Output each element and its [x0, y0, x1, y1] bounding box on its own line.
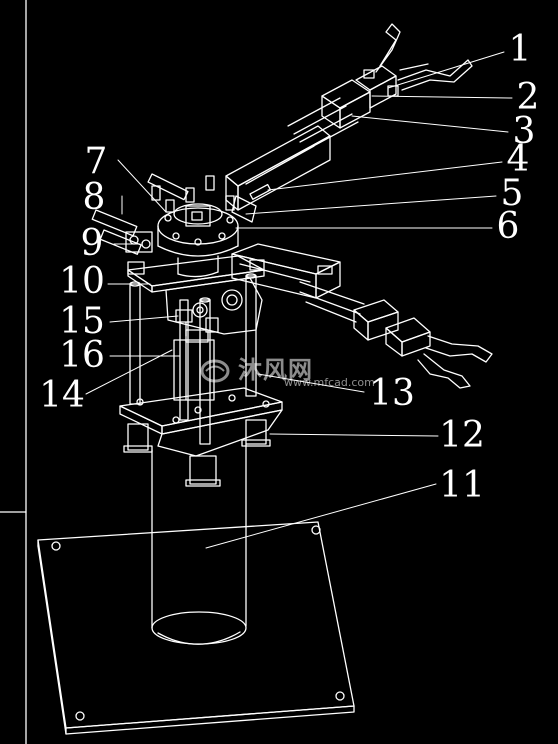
leader-lines [85, 51, 513, 549]
callout-1: 1 [508, 29, 532, 70]
leader-12 [269, 433, 439, 437]
callout-2: 2 [516, 77, 540, 118]
callout-5: 5 [500, 173, 524, 214]
callout-4: 4 [506, 139, 530, 180]
leader-13 [257, 373, 365, 393]
upper-gripper-block-2 [321, 65, 399, 129]
leader-14 [85, 349, 173, 395]
leader-3 [351, 115, 509, 133]
callout-11: 11 [439, 465, 485, 506]
leader-1 [387, 51, 505, 89]
callout-9: 9 [80, 223, 104, 264]
leader-7 [117, 159, 167, 213]
callout-8: 8 [82, 177, 106, 218]
callout-10: 10 [59, 261, 105, 302]
callout-14: 14 [39, 375, 85, 416]
callout-13: 13 [369, 373, 415, 414]
lift-cylinder-14 [173, 329, 215, 401]
guide-rods-16 [129, 273, 257, 445]
upper-arm-cylinder-4 [225, 125, 331, 211]
lower-gripper-fingers [417, 335, 493, 389]
leader-15 [109, 315, 179, 323]
callout-12: 12 [439, 415, 485, 456]
callout-15: 15 [59, 301, 105, 342]
watermark-logo-icon [200, 359, 230, 383]
leader-11 [205, 483, 437, 549]
lower-gripper-block [353, 299, 431, 357]
callout-7: 7 [84, 141, 108, 182]
upper-gripper-fingers-1 [375, 23, 473, 91]
leader-4 [267, 161, 503, 191]
callout-3: 3 [512, 111, 536, 152]
lower-arm-rods [299, 281, 365, 323]
callout-6: 6 [496, 206, 520, 247]
rotary-hub [151, 175, 239, 278]
column-flange-12 [123, 419, 271, 487]
watermark-cn: 沐风网 [238, 356, 313, 384]
base-plate [37, 521, 355, 735]
callout-16: 16 [59, 335, 105, 376]
intermediate-plate-10 [127, 255, 265, 337]
mounting-plate [119, 387, 283, 457]
leader-5 [245, 195, 497, 215]
leader-2 [371, 95, 513, 99]
column-11 [151, 443, 247, 645]
watermark-en: www.mfcad.com [284, 376, 375, 389]
